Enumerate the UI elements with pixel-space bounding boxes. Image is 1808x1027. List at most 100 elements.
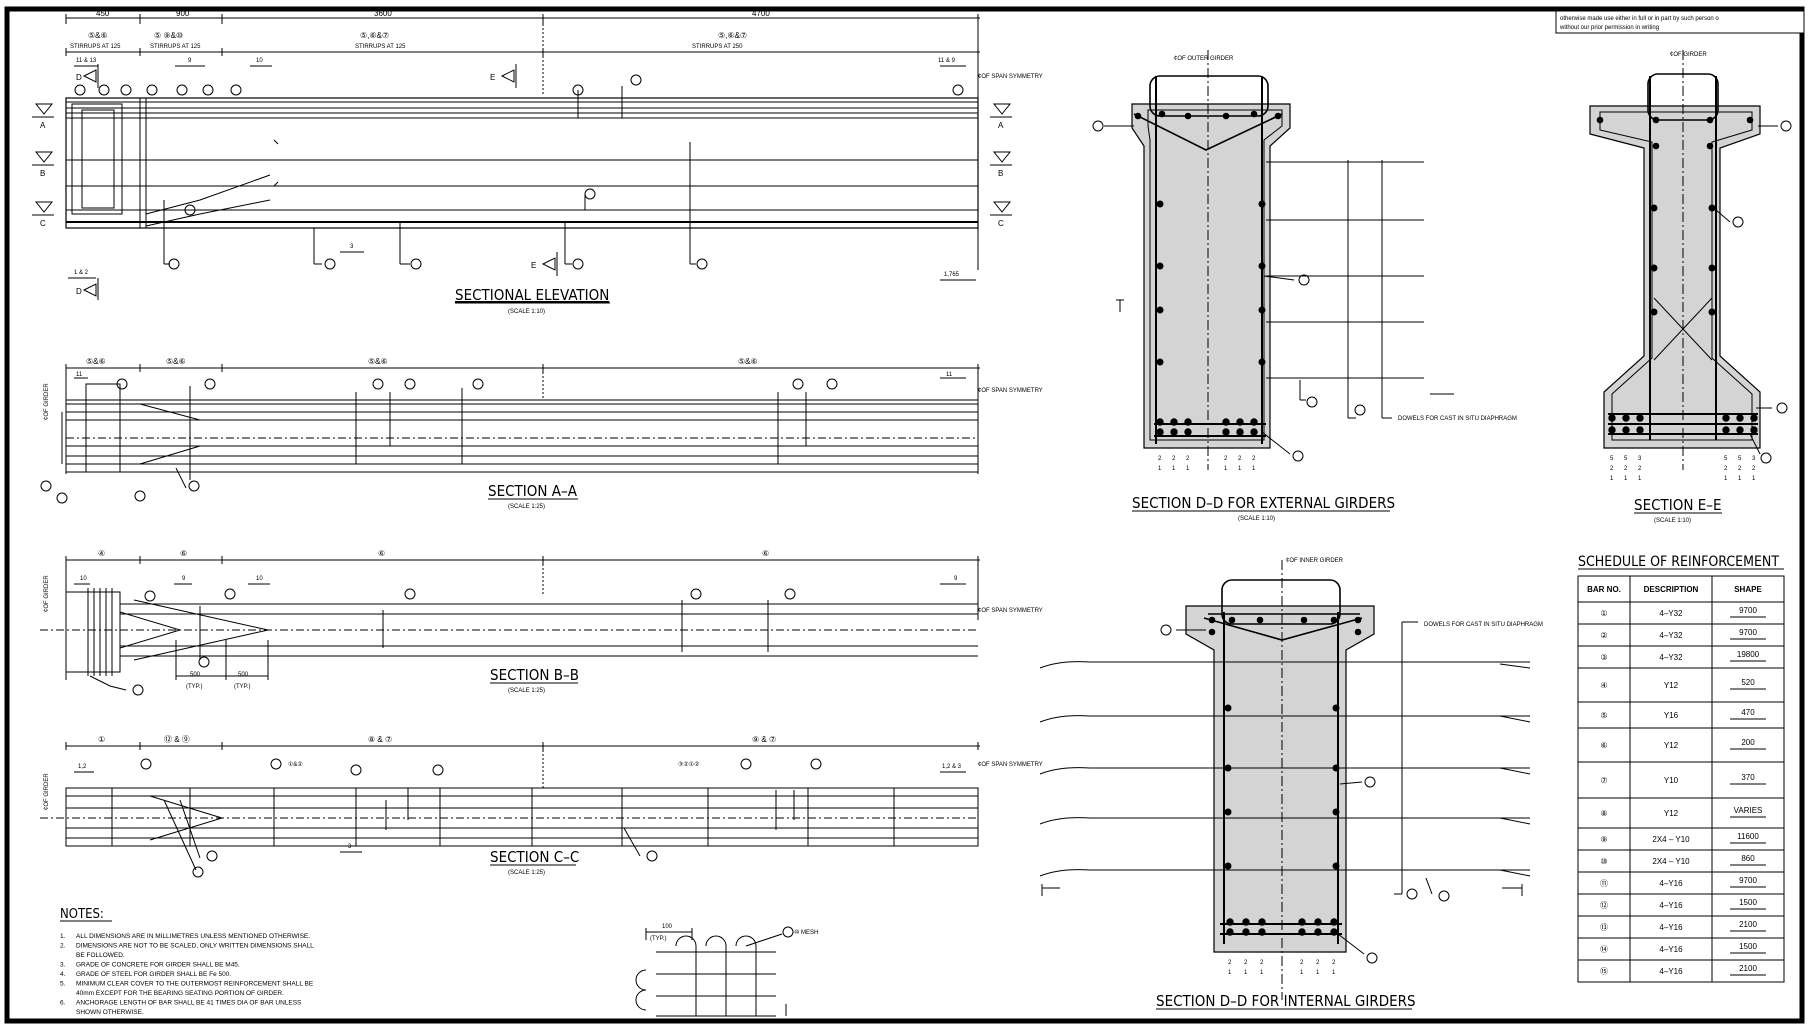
note-line: MINIMUM CLEAR COVER TO THE OUTERMOST REI… (76, 981, 314, 988)
ee-bar-count: 2 (1752, 466, 1756, 472)
schedule-description: 4–Y16 (1659, 945, 1683, 954)
ee-bar-count: 3 (1638, 456, 1642, 462)
bar-count-row2: 1 (1244, 970, 1248, 976)
section-cc (40, 742, 980, 878)
schedule-shape: 470 (1741, 708, 1755, 717)
note-number: 2. (60, 943, 66, 950)
elevation-labels: 450 900 3600 4700 ⑤&⑥ ⑤ ⑨&⑩ ⑤,⑥&⑦ ⑤,⑥&⑦ … (40, 9, 1043, 315)
bar-count: 2 (1300, 960, 1304, 966)
ee-bar-count: 2 (1738, 466, 1742, 472)
bar-count: 2 (1224, 456, 1228, 462)
bar-count: 2 (1238, 456, 1242, 462)
bb-dim-1: 10 (80, 576, 87, 582)
bar-count-row2: 1 (1316, 970, 1320, 976)
bar-count-row2: 1 (1252, 466, 1256, 472)
schedule-bar-no: ⑨ (1600, 835, 1607, 844)
schedule-bar-no: ⑦ (1600, 776, 1607, 785)
stirrup-label-3: STIRRUPS AT 125 (355, 44, 406, 50)
cc-title: SECTION C–C (490, 848, 579, 866)
cc-callout-2: ③②①② (678, 761, 700, 768)
schedule-shape: 11600 (1737, 832, 1759, 841)
mesh-detail (635, 926, 794, 1017)
schedule-shape: 9700 (1739, 628, 1757, 637)
ee-bar-count: 5 (1624, 456, 1628, 462)
note-number: 5. (60, 981, 66, 988)
cut-a-left: A (40, 121, 46, 130)
marker-e-top: E (490, 73, 495, 82)
aa-girder-label: ¢OF GIRDER (44, 383, 50, 420)
schedule-description: 4–Y32 (1659, 631, 1683, 640)
note-line: DIMENSIONS ARE NOT TO BE SCALED, ONLY WR… (76, 943, 314, 950)
stirrup-group-3: ⑤,⑥&⑦ (360, 31, 389, 40)
bar-count: 2 (1186, 456, 1190, 462)
dim-4700: 4700 (752, 9, 770, 18)
ee-top-label: ¢OF GIRDER (1670, 52, 1707, 58)
notes-title: NOTES: (60, 907, 104, 922)
aa-dim-1: 11 (76, 372, 83, 378)
marker-d-top: D (76, 73, 82, 82)
bar-count: 2 (1316, 960, 1320, 966)
ee-scale: (SCALE 1:10) (1654, 518, 1691, 524)
elevation-scale: (SCALE 1:10) (508, 309, 545, 315)
marker-e-bottom: E (531, 261, 536, 270)
dd-ext-title: SECTION D–D FOR EXTERNAL GIRDERS (1132, 494, 1395, 512)
schedule-description: Y16 (1664, 711, 1679, 720)
schedule-title: SCHEDULE OF REINFORCEMENT (1578, 554, 1779, 570)
ee-bar-count: 5 (1724, 456, 1728, 462)
schedule-description: 4–Y16 (1659, 967, 1683, 976)
dd-ext-scale: (SCALE 1:10) (1238, 516, 1275, 522)
spacing-4: 11 & 9 (938, 58, 956, 64)
schedule-shape: 19800 (1737, 650, 1760, 659)
schedule-bar-no: ④ (1600, 681, 1607, 690)
dd-int-title: SECTION D–D FOR INTERNAL GIRDERS (1156, 992, 1416, 1010)
aa-title: SECTION A–A (488, 482, 578, 500)
schedule-shape: 370 (1741, 773, 1755, 782)
bar-count-row2: 1 (1260, 970, 1264, 976)
aa-group-4: ⑤&⑥ (738, 357, 758, 366)
note-number: 3. (60, 962, 66, 969)
aa-group-1: ⑤&⑥ (86, 357, 106, 366)
schedule-description: 4–Y32 (1659, 609, 1683, 618)
mesh-label: ⑩ MESH (794, 929, 818, 936)
copyright-note: otherwise made use either in full or in … (1555, 10, 1805, 34)
section-cc-labels: ① ⑫ & ⑨ ⑧ & ⑦ ⑨ & ⑦ 1,2 1,2 & 3 3 ①&② ③②… (44, 735, 1043, 876)
bb-dim-3: 10 (256, 576, 263, 582)
ee-bar-count: 1 (1752, 476, 1756, 482)
cc-group-1: ① (98, 735, 105, 744)
stirrup-group-1: ⑤&⑥ (88, 31, 108, 40)
dim-1-2: 1 & 2 (74, 270, 89, 276)
spacing-1: 11 & 13 (76, 58, 97, 64)
copyright-line-2: without our prior permission in writing (1559, 25, 1659, 31)
ee-bar-count: 5 (1610, 456, 1614, 462)
schedule-description: 2X4 – Y10 (1652, 835, 1690, 844)
schedule-description: Y12 (1664, 681, 1679, 690)
ee-bar-count: 1 (1738, 476, 1742, 482)
bb-title: SECTION B–B (490, 666, 579, 684)
bb-typ-1: (TYP.) (186, 684, 203, 690)
sheet-border (4, 6, 1805, 1024)
schedule-bar-no: ⑬ (1600, 923, 1608, 932)
note-line: GRADE OF CONCRETE FOR GIRDER SHALL BE M4… (76, 962, 240, 969)
dim-900: 900 (176, 9, 190, 18)
schedule-shape: 9700 (1739, 876, 1757, 885)
schedule-shape: 520 (1741, 678, 1755, 687)
bb-bubble-3: ⑥ (378, 549, 385, 558)
aa-cl-span: ¢OF SPAN SYMMETRY (978, 388, 1043, 394)
cut-a-right: A (998, 121, 1004, 130)
dd-int-dowel-label: DOWELS FOR CAST IN SITU DIAPHRAGM (1424, 622, 1543, 628)
bb-bubble-4: ⑥ (762, 549, 769, 558)
stirrup-label-2: STIRRUPS AT 125 (150, 44, 201, 50)
section-ee (1589, 50, 1792, 470)
schedule-bar-no: ① (1600, 609, 1607, 618)
bb-cl-span: ¢OF SPAN SYMMETRY (978, 608, 1043, 614)
marker-d-bottom: D (76, 287, 82, 296)
bar-count-row2: 1 (1224, 466, 1228, 472)
section-bb-labels: ④ ⑥ ⑥ ⑥ 10 9 10 9 500 500 (TYP.) (TYP.) … (44, 549, 1043, 694)
bb-scale: (SCALE 1:25) (508, 688, 545, 694)
stirrup-label-1: STIRRUPS AT 125 (70, 44, 121, 50)
schedule-description: Y12 (1664, 741, 1679, 750)
bar-count: 2 (1260, 960, 1264, 966)
cc-dim-3: 3 (348, 844, 352, 850)
bar-count-row2: 1 (1186, 466, 1190, 472)
ee-bar-count: 2 (1638, 466, 1642, 472)
